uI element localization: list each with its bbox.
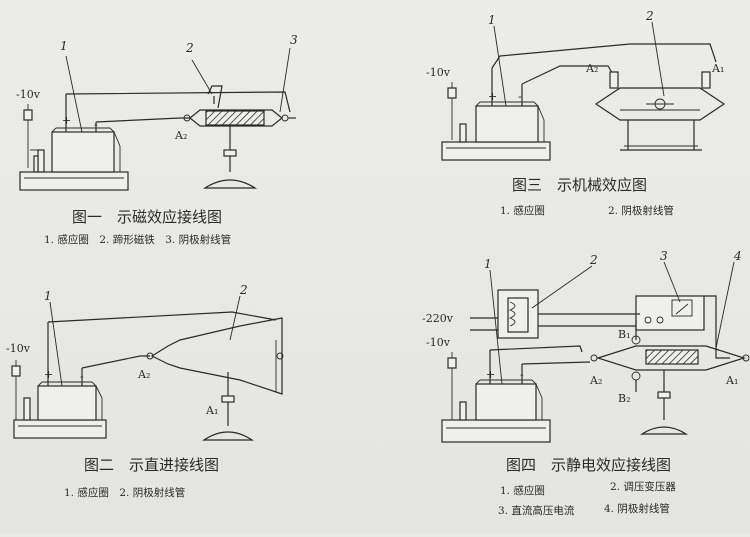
fig4-voltage-ac: -220v bbox=[422, 312, 454, 325]
fig4-anode-a1: A₁ bbox=[725, 374, 738, 387]
fig2-label-2: 2 bbox=[239, 283, 248, 297]
fig4-legend-2: 2. 调压变压器 bbox=[610, 480, 676, 493]
fig4-minus: - bbox=[520, 368, 524, 381]
fig4-base bbox=[441, 419, 551, 443]
fig1-voltage: -10v bbox=[16, 88, 41, 101]
fig2-anode-a1: A₁ bbox=[205, 404, 218, 417]
fig4-label-4: 4 bbox=[733, 249, 742, 263]
fig1-horseshoe-magnet bbox=[207, 85, 223, 109]
fig4-hv-dc-source bbox=[635, 295, 705, 331]
fig1-anode-a2: A₂ bbox=[174, 129, 187, 142]
fig4-label-3: 3 bbox=[660, 249, 668, 263]
fig4-legend-3: 3. 直流高压电流 bbox=[498, 504, 575, 517]
fig3-label-2: 2 bbox=[645, 9, 654, 23]
fig1-caption: 图一 示磁效应接线图 bbox=[72, 208, 222, 226]
fig3-anode-a1: A₁ bbox=[711, 62, 724, 75]
fig2-induction-coil bbox=[37, 385, 97, 421]
fig3-base bbox=[441, 141, 551, 161]
fig2-cathode-ray-tube bbox=[150, 317, 283, 395]
fig2-minus: - bbox=[80, 370, 84, 383]
fig1-label-2: 2 bbox=[185, 41, 194, 55]
fig2-label-1: 1 bbox=[44, 289, 52, 303]
fig2-legend: 1. 感应圈 2. 阴极射线管 bbox=[64, 486, 185, 499]
fig3-anode-a2: A₂ bbox=[585, 62, 598, 75]
fig2-anode-a2: A₂ bbox=[137, 368, 150, 381]
fig4-label-2: 2 bbox=[589, 253, 598, 267]
fig3-legend-1: 1. 感应圈 bbox=[500, 204, 545, 217]
fig3-plus: + bbox=[488, 90, 497, 103]
figure-1: 1 2 3 -10v + - A₂ 图一 示磁效应接线图 1. 感应圈 2. 蹄… bbox=[16, 33, 298, 246]
fig4-b2: B₂ bbox=[618, 392, 631, 405]
fig1-induction-coil bbox=[51, 131, 115, 173]
figure-2: 1 2 -10v + - A₂ A₁ 图二 示直进接线图 1. 感应圈 2. 阴… bbox=[6, 283, 284, 499]
fig4-cathode-ray-tube bbox=[596, 345, 746, 371]
fig4-induction-coil bbox=[475, 383, 537, 421]
fig3-legend-2: 2. 阴极射线管 bbox=[608, 204, 674, 217]
fig1-label-1: 1 bbox=[60, 39, 68, 53]
fig3-minus: - bbox=[518, 90, 522, 103]
fig4-voltage-dc: -10v bbox=[426, 336, 451, 349]
fig4-caption: 图四 示静电效应接线图 bbox=[506, 456, 671, 474]
fig3-label-1: 1 bbox=[488, 13, 496, 27]
fig4-legend-1: 1. 感应圈 bbox=[500, 484, 545, 497]
fig2-base bbox=[13, 419, 107, 439]
figure-4: 1 2 3 4 -220v -10v + - B₁ B₂ A₂ A₁ 图四 示静… bbox=[422, 249, 750, 517]
fig4-label-1: 1 bbox=[484, 257, 492, 271]
fig3-cathode-ray-tube bbox=[594, 87, 726, 121]
fig4-plus: + bbox=[486, 368, 495, 381]
fig2-voltage: -10v bbox=[6, 342, 31, 355]
fig2-plus: + bbox=[44, 368, 53, 381]
fig4-b1: B₁ bbox=[618, 328, 631, 341]
fig4-anode-a2: A₂ bbox=[589, 374, 602, 387]
fig1-base bbox=[19, 171, 129, 191]
fig1-label-3: 3 bbox=[290, 33, 298, 47]
fig1-minus: - bbox=[94, 118, 98, 131]
fig3-caption: 图三 示机械效应图 bbox=[512, 176, 647, 194]
fig4-legend-4: 4. 阴极射线管 bbox=[604, 502, 670, 515]
fig1-plus: + bbox=[62, 114, 71, 127]
fig2-caption: 图二 示直进接线图 bbox=[84, 456, 219, 474]
fig3-voltage: -10v bbox=[426, 66, 451, 79]
fig3-induction-coil bbox=[475, 105, 539, 143]
figure-3: 1 2 -10v + - A₂ A₁ 图三 示机械效应图 1. 感应圈 2. 阴… bbox=[426, 9, 726, 217]
fig1-legend: 1. 感应圈 2. 蹄形磁铁 3. 阴极射线管 bbox=[44, 233, 231, 246]
